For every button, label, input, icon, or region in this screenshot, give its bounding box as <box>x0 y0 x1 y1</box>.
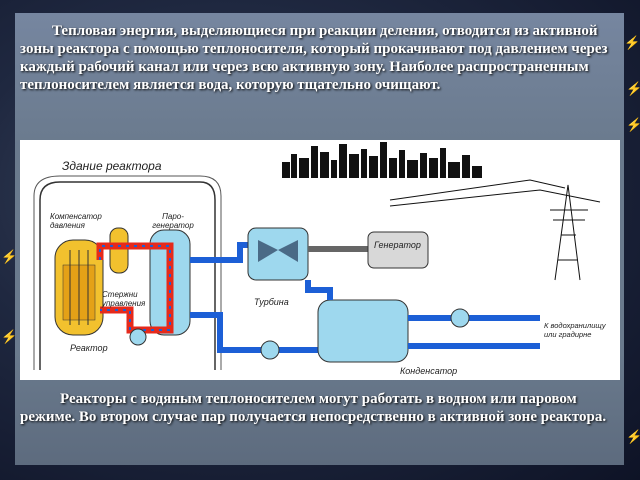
lightning-icon: ⚡ <box>626 117 640 132</box>
power-line <box>389 179 601 281</box>
label-control-rods: Стержни управления <box>102 290 146 308</box>
label-generator: Генератор <box>374 240 421 250</box>
label-building: Здание реактора <box>62 159 162 173</box>
label-compensator: Компенсатор давления <box>50 212 102 230</box>
primary-pump <box>129 328 147 346</box>
lightning-icon: ⚡ <box>624 35 640 50</box>
turbine <box>247 227 309 281</box>
npp-diagram: Здание реактора Компенсатор давления Пар… <box>20 140 620 380</box>
intro-paragraph: Тепловая энергия, выделяющиеся при реакц… <box>20 23 608 93</box>
conclusion-paragraph: Реакторы с водяным теплоносителем могут … <box>20 391 607 425</box>
lightning-icon: ⚡ <box>1 329 18 344</box>
condenser <box>317 299 409 363</box>
npp-diagram-drawing <box>33 142 601 370</box>
condensate-pump <box>260 340 280 360</box>
generator <box>367 231 429 269</box>
cooling-pump <box>450 308 470 328</box>
reactor-building <box>39 181 216 370</box>
label-reservoir: К водохранилищу или градирне <box>544 321 606 339</box>
label-steam-generator: Паро- генератор <box>152 212 194 230</box>
lightning-icon: ⚡ <box>1 249 18 264</box>
label-condenser: Конденсатор <box>400 366 458 376</box>
pressurizer <box>109 227 129 274</box>
label-reactor: Реактор <box>70 343 108 353</box>
cooling-loop <box>408 315 540 349</box>
lightning-icon: ⚡ <box>626 81 640 96</box>
lightning-icon: ⚡ <box>626 429 640 444</box>
label-turbine: Турбина <box>254 297 289 307</box>
city-skyline <box>282 142 482 178</box>
